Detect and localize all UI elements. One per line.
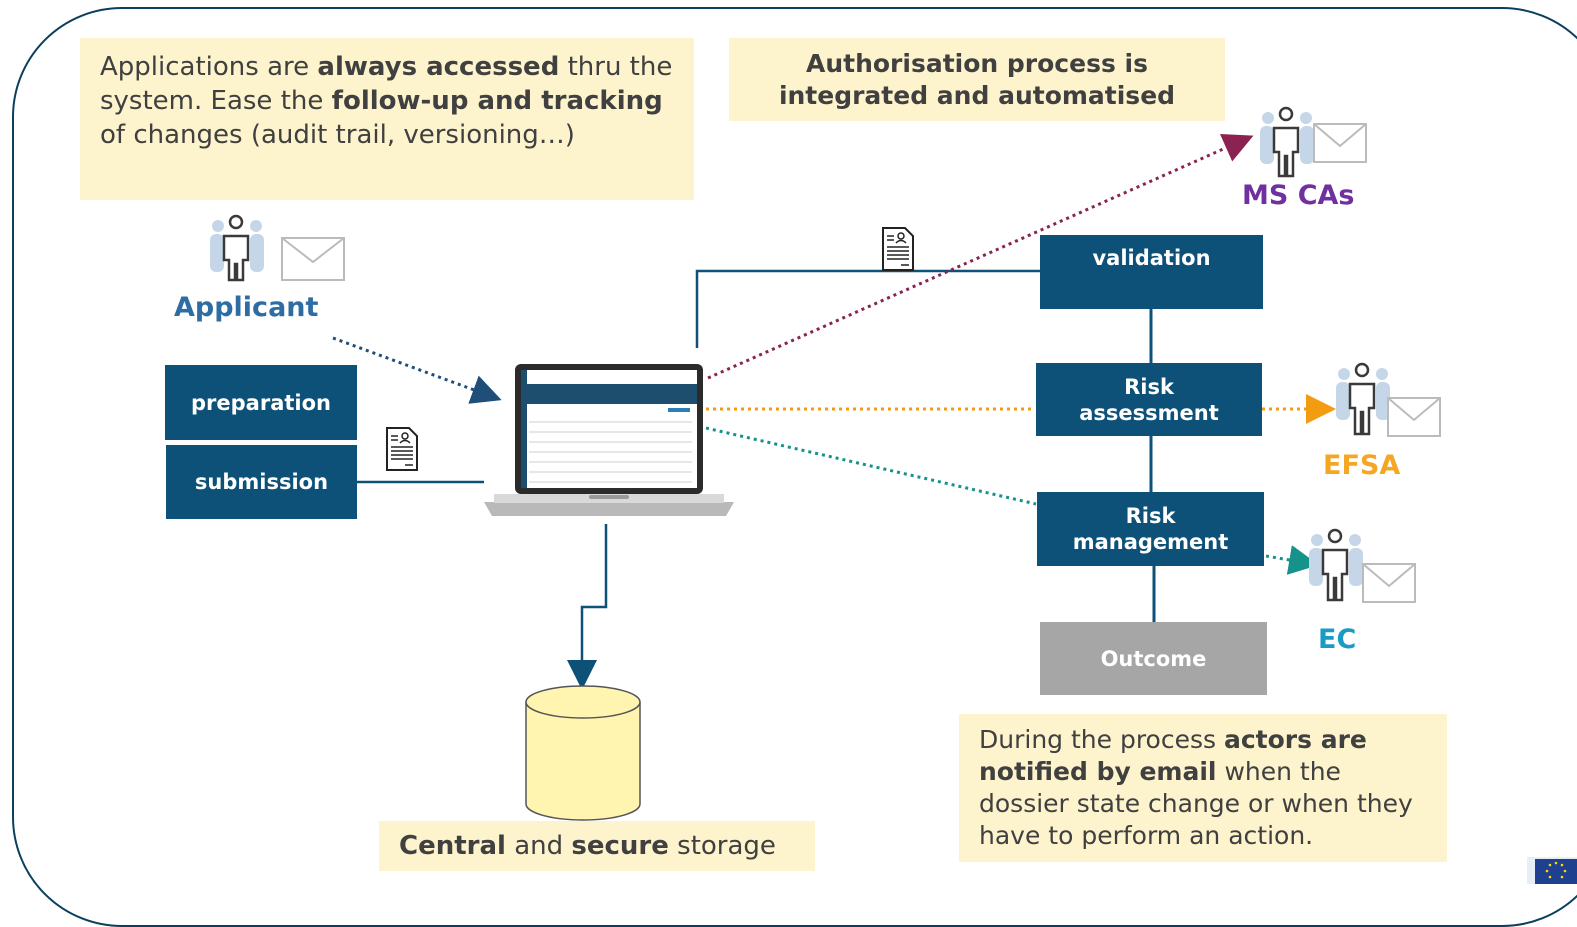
storage-line [567, 524, 608, 690]
database-icon [525, 685, 641, 821]
efsa-person-icon [1336, 362, 1441, 437]
actor-ec-label: EC [1318, 624, 1357, 655]
note-storage: Central and secure storage [379, 821, 815, 871]
eu-flag-icon [1527, 857, 1577, 884]
envelope-icon [1362, 563, 1416, 603]
actor-efsa-label: EFSA [1323, 450, 1401, 481]
document-icon [882, 227, 914, 271]
applicant-arrow [332, 336, 502, 404]
step-submission: submission [166, 445, 357, 519]
ec-line [705, 426, 1037, 506]
actor-applicant-label: Applicant [174, 292, 319, 323]
connectors [332, 134, 1336, 690]
laptop-icon [484, 364, 734, 516]
note-authorisation: Authorisation process is integrated and … [729, 38, 1225, 121]
actor-ms-cas-label: MS CAs [1242, 180, 1355, 211]
note-access: Applications are always accessed thru th… [80, 38, 694, 200]
note-notification: During the process actors are notified b… [959, 714, 1447, 862]
ec-arrow [1265, 545, 1319, 575]
envelope-icon [281, 237, 345, 281]
step-risk-assessment: Risk assessment [1036, 363, 1262, 436]
ms-cas-arrow [707, 134, 1254, 380]
document-icon [386, 427, 418, 471]
step-validation: validation [1040, 235, 1263, 309]
envelope-icon [1313, 123, 1367, 163]
ms-cas-person-icon [1260, 106, 1367, 178]
ec-person-icon [1309, 528, 1416, 603]
envelope-icon [1387, 397, 1441, 437]
applicant-person-icon [210, 214, 345, 282]
step-preparation: preparation [165, 365, 357, 440]
step-outcome: Outcome [1040, 622, 1267, 695]
step-risk-management: Risk management [1037, 492, 1264, 566]
validation-line [695, 269, 1040, 348]
